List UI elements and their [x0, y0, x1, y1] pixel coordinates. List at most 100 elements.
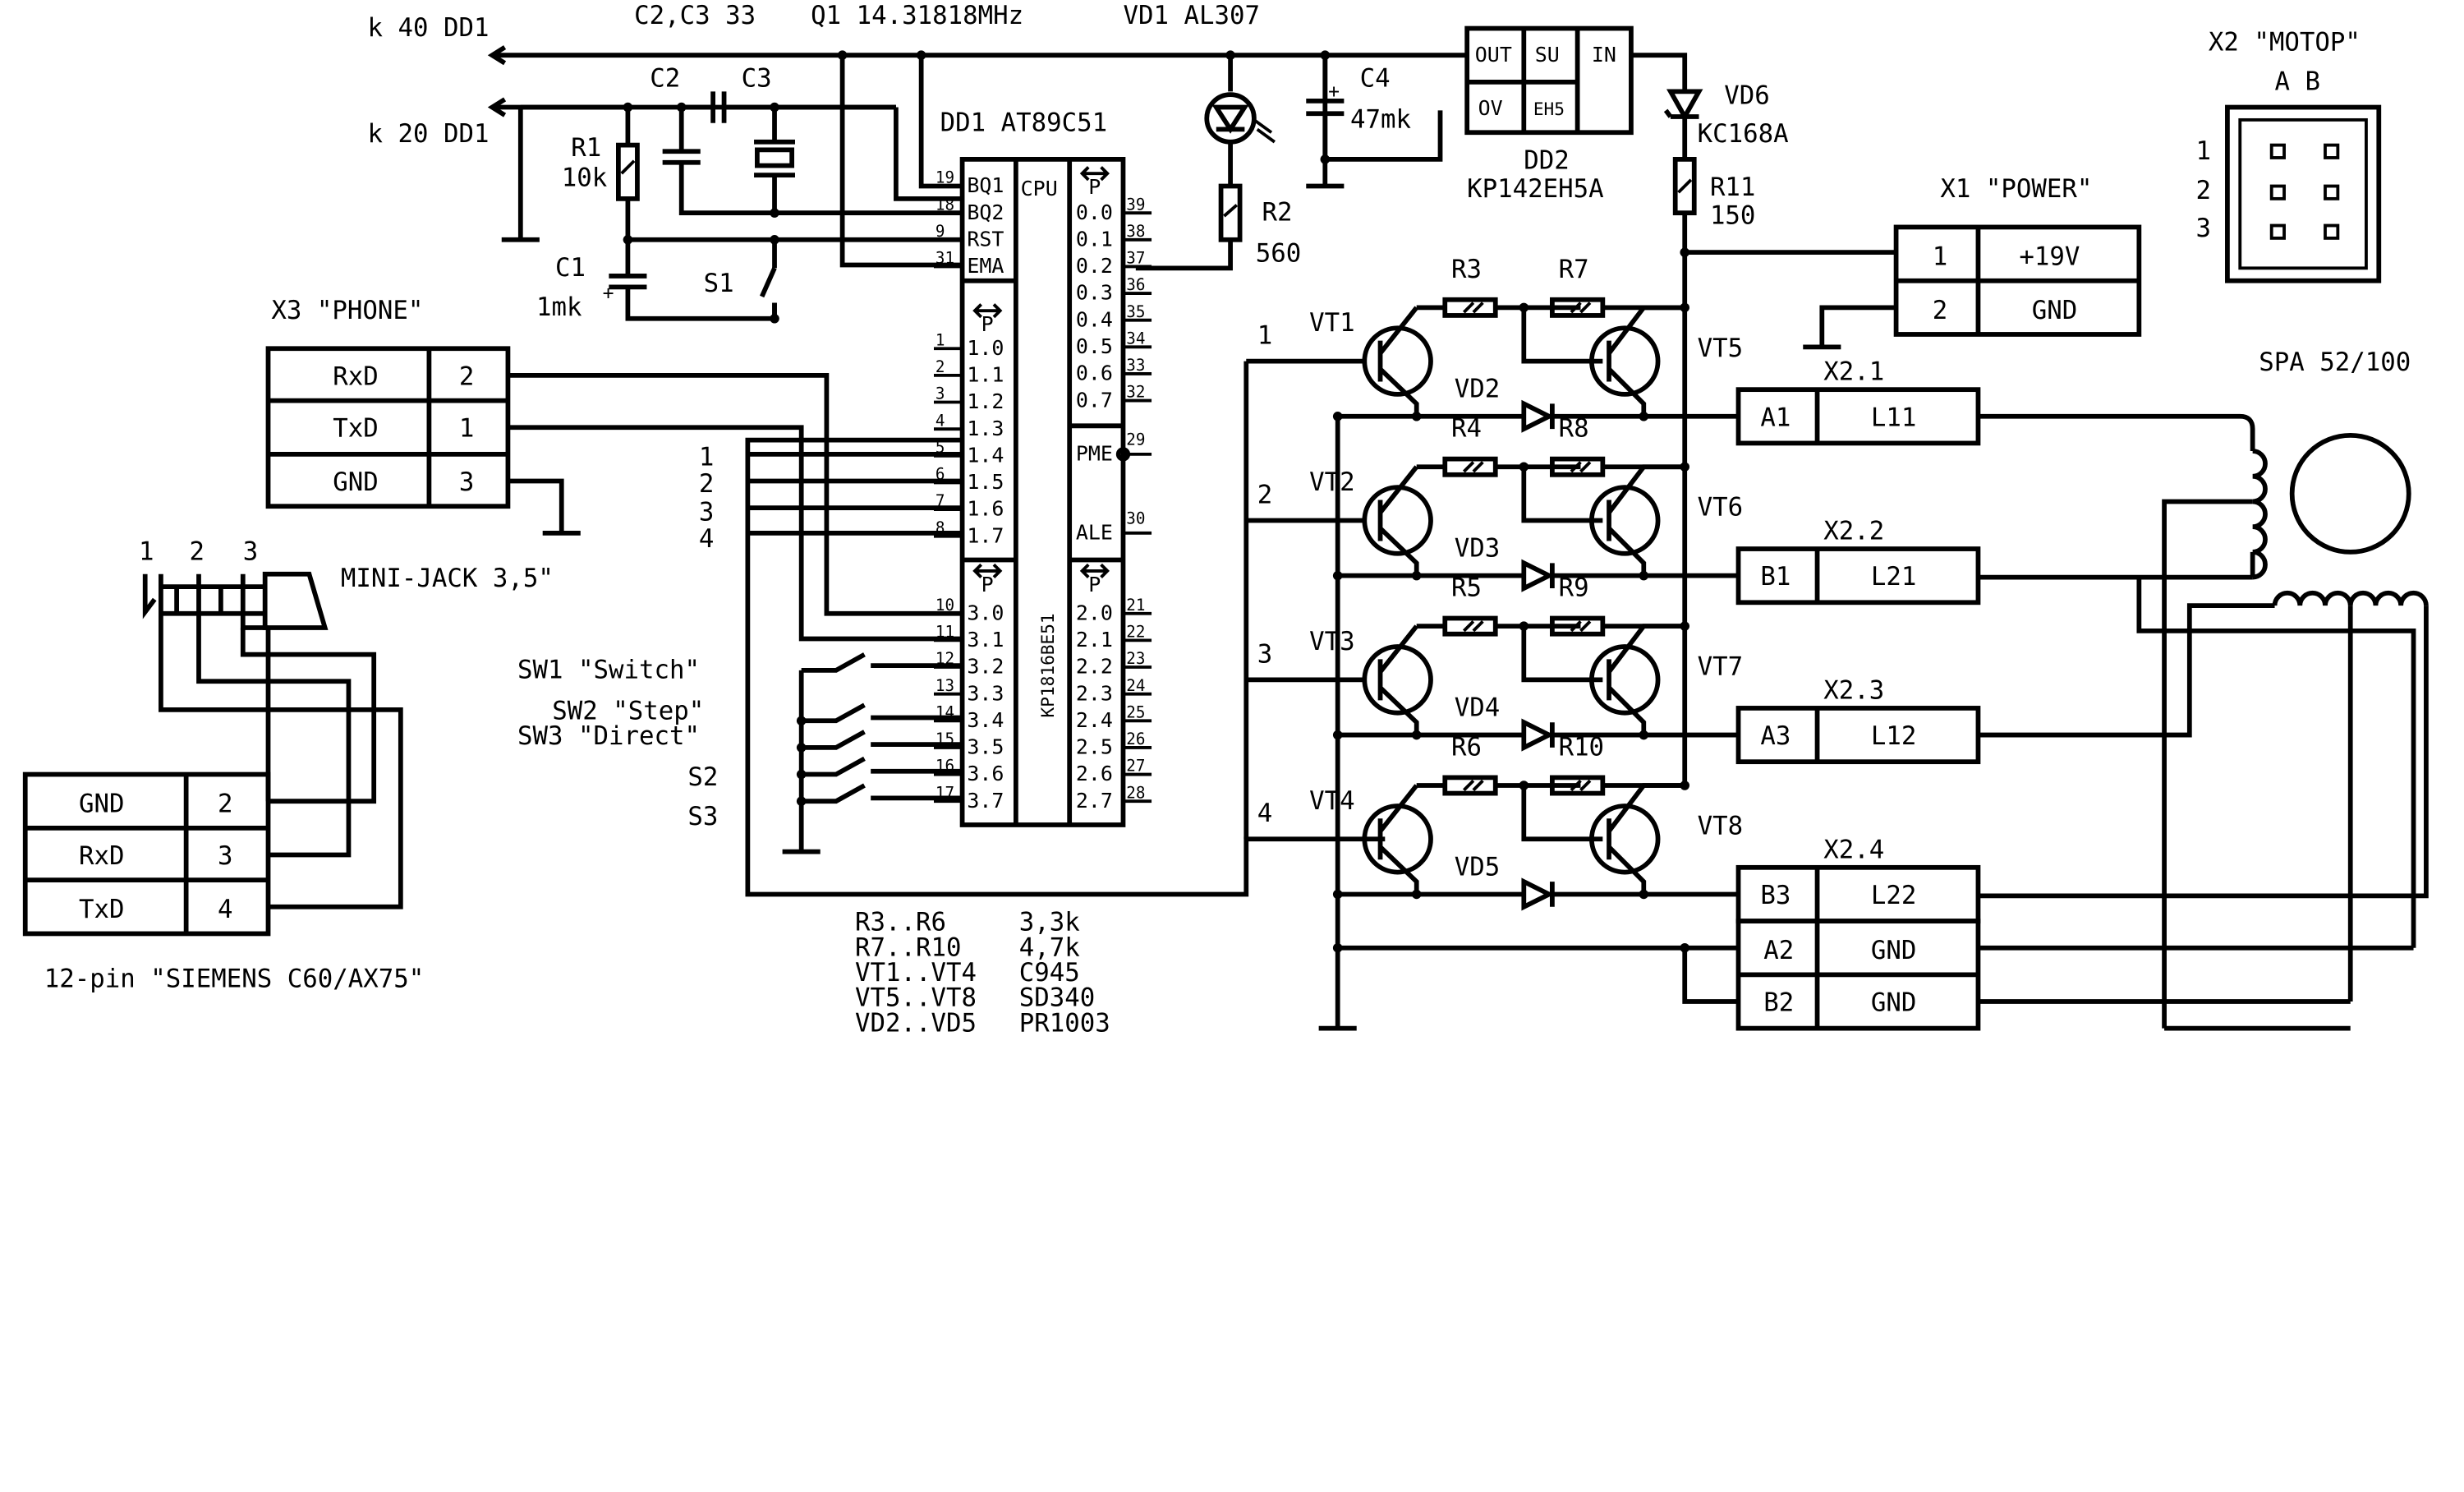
mcu-pin-number: 23 [1126, 649, 1145, 668]
resistor-mark [1462, 779, 1484, 792]
bom-value: SD340 [1019, 983, 1096, 1013]
siemens-connector [22, 771, 271, 937]
transistor-leads [1377, 784, 1419, 895]
resistor-mark [1570, 619, 1592, 633]
x2-header-connector [2225, 104, 2382, 283]
mcu-pin-label: EMA [967, 254, 1004, 278]
coil-label: L12 [1871, 721, 1916, 751]
driver-input-label: 1 [1257, 320, 1273, 350]
x3-pin-gnd: 3 [459, 467, 475, 497]
x2-row-2: 2 [2195, 176, 2211, 205]
mcu-pin-number: 39 [1126, 195, 1145, 214]
mcu-pin-number: 25 [1126, 702, 1145, 721]
bom-value: 3,3k [1019, 908, 1081, 937]
port1-bus [747, 451, 963, 536]
dd2-out-pin: OUT [1475, 43, 1512, 67]
x1-pin-1: 1 [1933, 242, 1948, 272]
x3-pin-txd: 1 [459, 414, 475, 444]
diode-label: VD3 [1455, 534, 1500, 564]
q1-crystal [754, 102, 795, 218]
pnp-transistor-high [1589, 325, 1661, 397]
mcu-pin-label: ALE [1076, 521, 1113, 545]
mcu-pin-label: 1.3 [967, 417, 1004, 440]
mcu-pin-number: 7 [935, 491, 945, 510]
mcu-pin-label: 2.4 [1076, 708, 1113, 732]
gnd-row-a2-pin: A2 [1763, 936, 1794, 965]
mcu-pin-label: 0.7 [1076, 388, 1113, 412]
transistor-leads [1377, 465, 1419, 576]
s2-label: S2 [687, 762, 718, 792]
x2-cols: A B [2275, 67, 2320, 96]
resistor-mark [1462, 619, 1484, 633]
pnp-transistor-high [1589, 485, 1661, 556]
siemens-signal-gnd: GND [79, 790, 124, 819]
mcu-cpu-label: CPU [1021, 177, 1058, 200]
vd6-zener [1663, 89, 1703, 159]
jack-pin-1: 1 [139, 536, 154, 566]
base-resistor-wire [1416, 783, 1603, 842]
driver-input-label: 4 [1257, 799, 1273, 828]
resistor-mark [1570, 779, 1592, 792]
c4-name: C4 [1360, 64, 1391, 94]
c1-value: 1mk [536, 292, 582, 322]
r1-value: 10k [562, 163, 608, 193]
junction-dot [1411, 889, 1422, 900]
sw1-label: SW1 "Switch" [517, 655, 700, 684]
mcu-pin-label: 1.7 [967, 523, 1004, 547]
junction-dot [1519, 462, 1529, 472]
x3-pin-rxd: 2 [459, 361, 475, 391]
r2-name: R2 [1262, 198, 1292, 228]
mcu-chip-code: KP1816BE51 [1037, 613, 1058, 717]
dd2-regulator [1464, 25, 1688, 136]
mcu-port1-arrow [972, 303, 1003, 319]
gnd-row-b2-signal: GND [1871, 988, 1916, 1018]
mcu-port2-header: P [1088, 573, 1101, 596]
mcu-pin-label: 1.5 [967, 470, 1004, 494]
mcu-pin-label: 3.0 [967, 601, 1004, 624]
mcu-pin-label: 0.2 [1076, 254, 1113, 278]
mcu-pin-label: 3.1 [967, 628, 1004, 652]
diode-label: VD2 [1455, 375, 1500, 404]
r-high-label: R8 [1559, 414, 1589, 444]
mcu-port2-arrow [1079, 563, 1110, 578]
bus-label-1: 1 [699, 442, 715, 472]
r-base-label: R6 [1451, 733, 1482, 762]
vt-high-label: VT8 [1698, 812, 1743, 841]
mcu-pin-label: 2.2 [1076, 655, 1113, 679]
mcu-pin-number: 3 [935, 385, 945, 403]
vt-high-label: VT5 [1698, 334, 1743, 363]
r-high-label: R9 [1559, 573, 1589, 603]
vt-high-label: VT7 [1698, 652, 1743, 682]
net-label-k40: k 40 DD1 [368, 13, 490, 43]
siemens-signal-rxd: RxD [79, 841, 124, 871]
mcu-pin-label: 2.1 [1076, 628, 1113, 652]
mcu-pin-number: 5 [935, 438, 945, 457]
transistor-leads [1607, 305, 1685, 417]
mcu-pin-label: 0.5 [1076, 334, 1113, 358]
x2-row-3: 3 [2195, 214, 2211, 243]
mcu-pin-label: 3.6 [967, 762, 1004, 785]
dd2-name: DD2 [1524, 145, 1569, 175]
r1-name: R1 [571, 133, 601, 163]
bus-label-3: 3 [699, 497, 715, 527]
junction-dot [1639, 889, 1649, 900]
flyback-diode [1521, 877, 1555, 911]
mcu-pin-number: 37 [1126, 249, 1145, 268]
mcu-pin-number: 35 [1126, 302, 1145, 321]
mcu-pin-number: 32 [1126, 383, 1145, 402]
mcu-pin-label: 0.6 [1076, 361, 1113, 385]
quartz-note: Q1 14.31818MHz [811, 1, 1023, 30]
mcu-pin-label: 0.0 [1076, 200, 1113, 224]
mcu-pin-label: 2.3 [1076, 681, 1113, 705]
switch-bank [782, 652, 963, 854]
coil-label: L21 [1871, 562, 1916, 592]
r-base-label: R5 [1451, 573, 1482, 603]
mcu-pin-number: 2 [935, 357, 945, 376]
c1-plus: + [603, 283, 614, 305]
mcu-pin-number: 33 [1126, 356, 1145, 375]
mcu-pin-label: 1.6 [967, 497, 1004, 521]
x3-phone-connector [265, 346, 963, 642]
base-resistor-wire [1416, 624, 1603, 683]
motor-gnd-rows [1735, 919, 2414, 1031]
